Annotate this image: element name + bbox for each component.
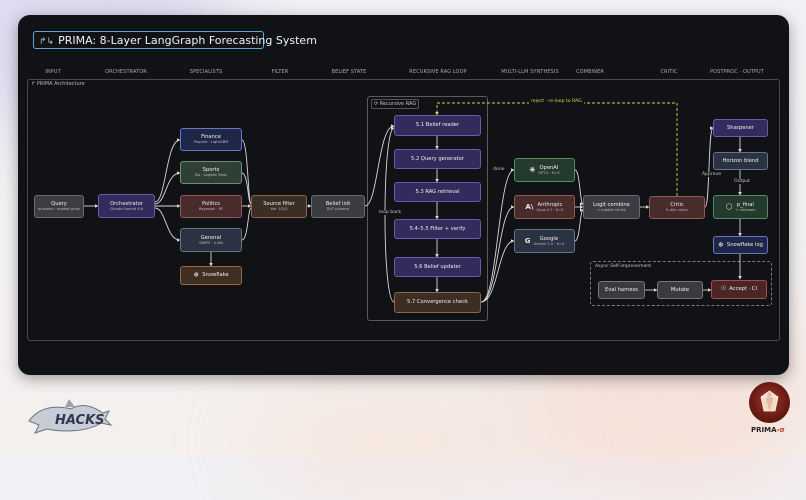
edge-orchestrator-finance (154, 138, 181, 203)
prima-logo (749, 382, 790, 423)
hacks-logo: HACKS (28, 399, 113, 434)
node-mutate[interactable]: Mutate (657, 281, 703, 299)
node-p-final[interactable]: ◯ p_final+ rationale (713, 195, 768, 219)
edge-general-filter (241, 207, 252, 241)
edge-belief-rag (364, 124, 395, 207)
hacks-logo-text: HACKS (55, 413, 105, 428)
node-general[interactable]: General SBERT · k-NN (180, 228, 242, 252)
node-query[interactable]: Query question · market price (34, 195, 84, 218)
edge-loop-back (384, 126, 395, 303)
column-label-input: INPUT (45, 69, 61, 75)
node-convergence-check[interactable]: 5.7 Convergence check (394, 292, 481, 313)
column-label-critic: CRITIC (660, 69, 678, 75)
node-accept-ci[interactable]: ☉Accept · CI (711, 280, 767, 299)
flow-small-icon: ↱ (31, 81, 36, 87)
recursive-rag-label: ⟳ Recursive RAG (371, 99, 420, 109)
prima-wordmark: PRIMA-σ (751, 426, 785, 434)
node-orchestrator[interactable]: Orchestrator Claude Sonnet 4.6 (98, 194, 155, 218)
column-label-combiner: COMBINER (576, 69, 604, 75)
loop-icon: ⟳ (374, 101, 379, 107)
node-belief-init[interactable]: Belief init BLF schema (311, 195, 365, 218)
node-filter-verify[interactable]: 5.4–5.5 Filter + verify (394, 219, 481, 239)
edge-label-done: done (493, 167, 505, 172)
node-critic[interactable]: Critic 5-dim rubric (649, 196, 705, 219)
node-sports[interactable]: Sports Elo · Logistic Regr. (180, 161, 242, 184)
node-query-generator[interactable]: 5.2 Query generator (394, 149, 481, 169)
edge-convergence-anthropic (480, 205, 515, 303)
node-horizon-blend[interactable]: Horizon blend (713, 152, 768, 170)
anthropic-icon: A\ (525, 202, 534, 211)
edge-google-combine (574, 208, 584, 242)
node-eval-harness[interactable]: Eval harness (598, 281, 645, 299)
edge-convergence-openai (480, 168, 515, 303)
node-finance[interactable]: Finance Prophet · LightGBM (180, 128, 242, 151)
snowflake-icon: ❄ (718, 240, 724, 249)
node-rag-retrieval[interactable]: 5.3 RAG retrieval (394, 182, 481, 202)
edge-label-approve: Approve (702, 172, 722, 177)
architecture-label: ↱ PRIMA Architecture (31, 81, 85, 87)
column-label-postproc-output: POSTPROC · OUTPUT (710, 69, 764, 75)
google-icon: G (524, 236, 531, 245)
page-title: ↱↳PRIMA: 8-Layer LangGraph Forecasting S… (33, 31, 317, 49)
edge-orchestrator-general (154, 207, 181, 242)
edge-finance-filter (241, 139, 252, 205)
check-circle-icon: ◯ (725, 203, 733, 210)
gem-icon (760, 390, 779, 412)
edge-critic-sharpener (704, 126, 714, 208)
node-snowflake[interactable]: ❄Snowflake (180, 266, 242, 285)
snowflake-icon: ❄ (193, 271, 200, 279)
edge-label-reject: reject · re-loop to RAG (529, 99, 584, 104)
async-self-improvement-label: Async Self-improvement (595, 264, 652, 269)
flow-icon: ↱↳ (39, 37, 55, 47)
edge-label-loop-back: loop back (379, 210, 402, 215)
openai-icon: ❋ (529, 165, 536, 174)
node-snowflake-log[interactable]: ❄Snowflake log (713, 236, 768, 254)
node-belief-updater[interactable]: 5.6 Belief updater (394, 257, 481, 277)
column-label-specialists: SPECIALISTS (189, 69, 223, 75)
column-label-orchestrator: ORCHESTRATOR (105, 69, 147, 75)
edge-openai-combine (574, 169, 584, 206)
column-label-recursive-rag-loop: RECURSIVE RAG LOOP (409, 69, 467, 75)
edge-convergence-google (480, 239, 515, 303)
node-politics[interactable]: Politics Bayesian · RF (180, 195, 242, 218)
node-source-filter[interactable]: Source filter tier 1/2/3 (251, 195, 307, 218)
edge-sports-filter (241, 172, 252, 205)
async-self-improvement-group (590, 261, 772, 306)
node-logit-combine[interactable]: Logit combine + market shrink (583, 195, 640, 219)
medal-icon: ☉ (720, 285, 727, 293)
edge-label-output: Output (734, 179, 750, 184)
column-label-filter: FILTER (271, 69, 289, 75)
node-sharpener[interactable]: Sharpener (713, 119, 768, 137)
architecture-frame (27, 79, 780, 341)
recursive-rag-group (367, 96, 488, 321)
edge-orchestrator-sports (154, 171, 181, 205)
column-label-belief-state: BELIEF STATE (331, 69, 367, 75)
column-label-multi-llm-synthesis: MULTI-LLM SYNTHESIS (501, 69, 559, 75)
node-belief-reader[interactable]: 5.1 Belief reader (394, 115, 481, 136)
